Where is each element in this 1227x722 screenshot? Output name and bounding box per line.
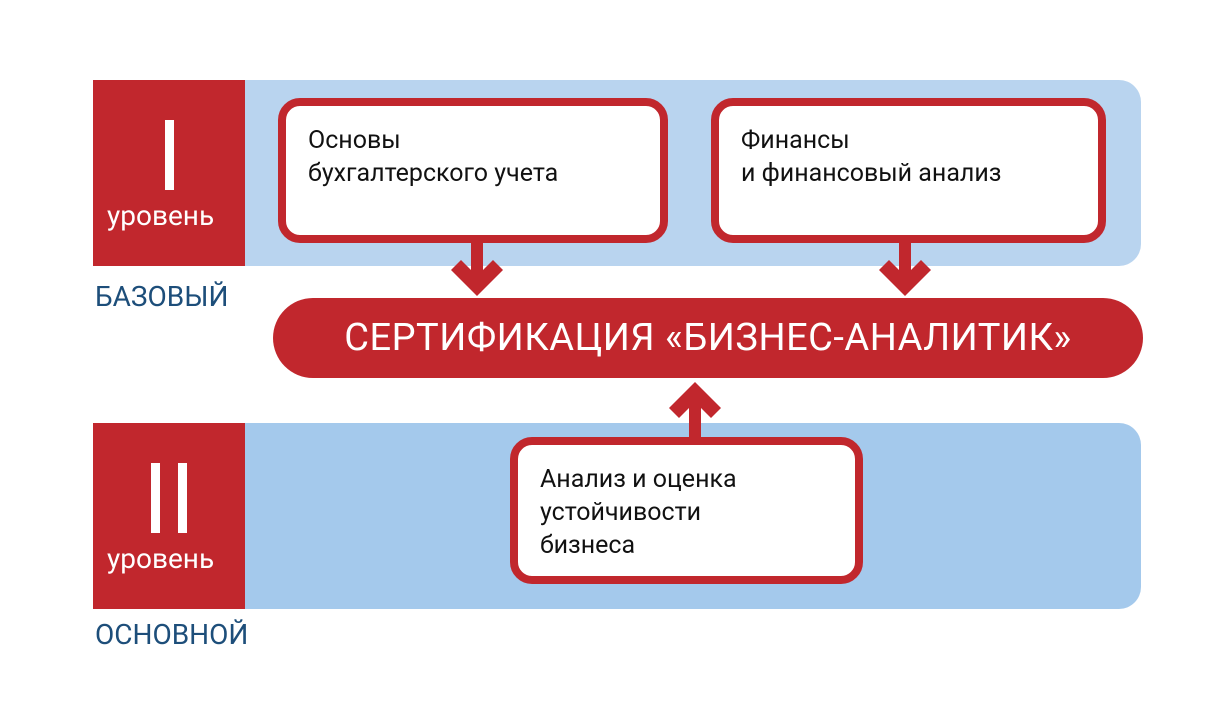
tier-basic: БАЗОВЫЙ bbox=[95, 280, 229, 313]
level-label: уровень bbox=[107, 199, 215, 232]
tier-main: ОСНОВНОЙ bbox=[95, 618, 249, 651]
course-finance-analysis: Финансы и финансовый анализ bbox=[711, 98, 1106, 243]
course-business-sustainability: Анализ и оценка устойчивости бизнеса bbox=[510, 437, 863, 584]
course-line: и финансовый анализ bbox=[741, 159, 1002, 188]
arrow-down-icon bbox=[879, 240, 931, 296]
certification-banner: СЕРТИФИКАЦИЯ «БИЗНЕС-АНАЛИТИК» bbox=[273, 298, 1143, 378]
arrow-down-icon bbox=[451, 240, 503, 296]
course-line: Анализ и оценка bbox=[540, 465, 737, 494]
level-label: уровень bbox=[107, 542, 215, 575]
arrow-up-icon bbox=[669, 382, 721, 440]
roman-numeral-1 bbox=[93, 120, 245, 190]
course-line: бухгалтерского учета bbox=[308, 159, 559, 188]
course-line: Основы bbox=[308, 126, 401, 155]
course-line: бизнеса bbox=[540, 531, 636, 560]
course-line: устойчивости bbox=[540, 498, 702, 527]
course-accounting-basics: Основы бухгалтерского учета bbox=[278, 98, 668, 243]
course-line: Финансы bbox=[741, 126, 850, 155]
roman-numeral-2 bbox=[93, 463, 245, 533]
level-1-badge: уровень bbox=[93, 80, 245, 266]
level-2-badge: уровень bbox=[93, 423, 245, 609]
